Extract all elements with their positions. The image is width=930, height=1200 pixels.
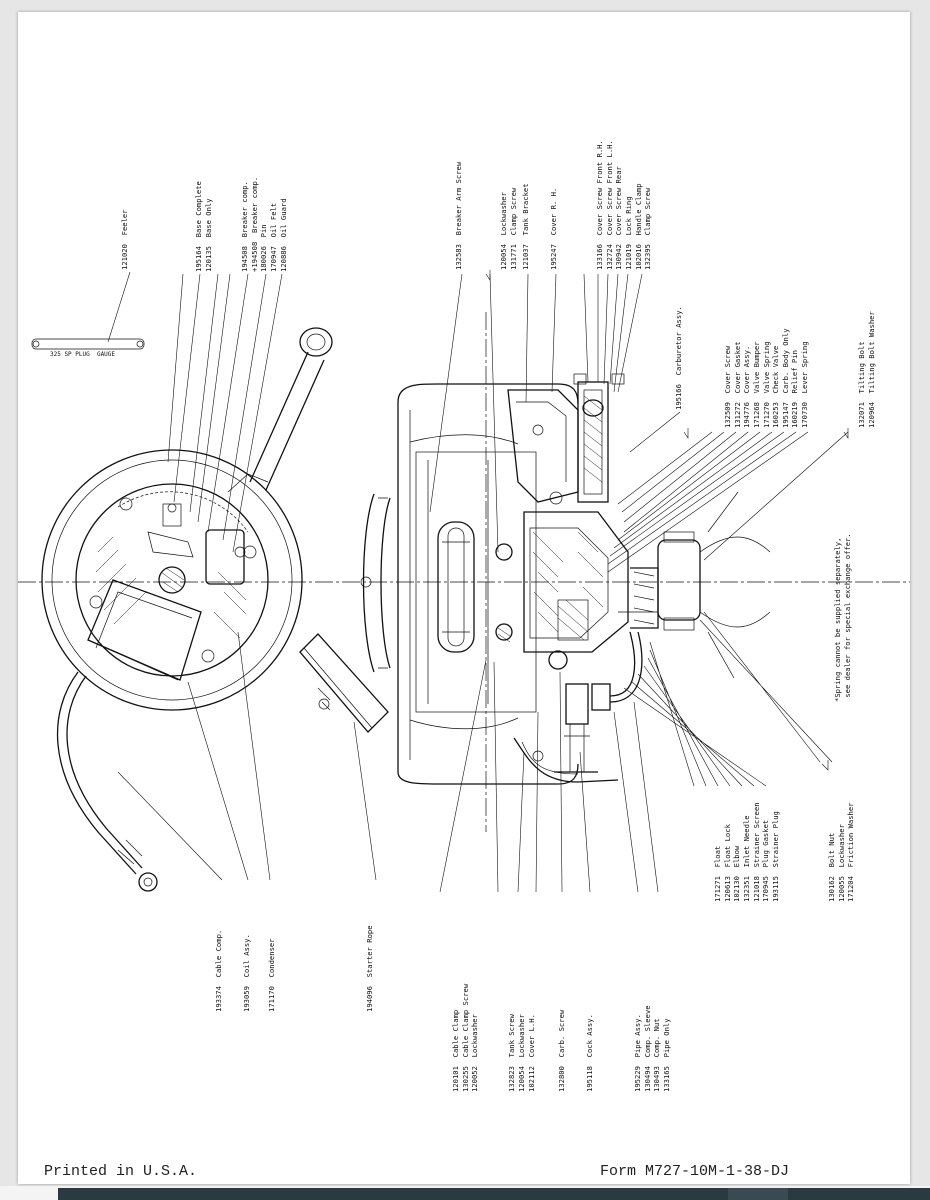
- label-carb-screw: 132800 Carb. Screw: [557, 1009, 566, 1092]
- carburetor: [495, 373, 659, 783]
- label-starter-rope: 194096 Starter Rope: [365, 925, 374, 1012]
- label-breaker-arm-screw: 132583 Breaker Arm Screw: [454, 161, 463, 270]
- label-coil-assy: 193059 Coil Assy.: [242, 934, 251, 1012]
- label-group-cover-screws: 133166 Cover Screw Front R.H.132724 Cove…: [595, 140, 653, 270]
- label-tank-bracket: 121037 Tank Bracket: [521, 183, 530, 270]
- exploded-drawing: [18, 270, 910, 893]
- tilting-bolt: [657, 491, 771, 679]
- parts-diagram-page: 121020 Feeler 325 SP PLUG GAUGE 195164 B…: [18, 12, 910, 1184]
- label-cover-rh: 195247 Cover R. H.: [549, 187, 558, 270]
- magneto-assembly: [41, 327, 333, 892]
- label-carburetor: 195166 Carburetor Assy.: [674, 306, 683, 410]
- label-cock-assy: 195118 Cock Assy.: [585, 1014, 594, 1092]
- label-gauge: 325 SP PLUG GAUGE: [50, 351, 116, 358]
- spark-plug-gauge: [31, 338, 145, 350]
- window-bottom-bar: [0, 1186, 930, 1200]
- label-feeler: 121020 Feeler: [120, 209, 129, 270]
- leader-lines: [107, 270, 849, 893]
- label-condenser: 171170 Condenser: [267, 938, 276, 1012]
- label-group-breaker: 194508 Breaker comp.+194508 Breaker comp…: [240, 176, 288, 272]
- label-cable-comp: 193374 Cable Comp.: [214, 929, 223, 1012]
- tank-housing: [299, 383, 579, 785]
- label-spring-note: *Spring cannot be supplied separately, s…: [833, 533, 852, 702]
- label-cover-lh: 102112 Cover L.H.: [527, 1014, 536, 1092]
- footer-form-number: Form M727-10M-1-38-DJ: [600, 1163, 790, 1180]
- footer-printed-in: Printed in U.S.A.: [44, 1163, 198, 1180]
